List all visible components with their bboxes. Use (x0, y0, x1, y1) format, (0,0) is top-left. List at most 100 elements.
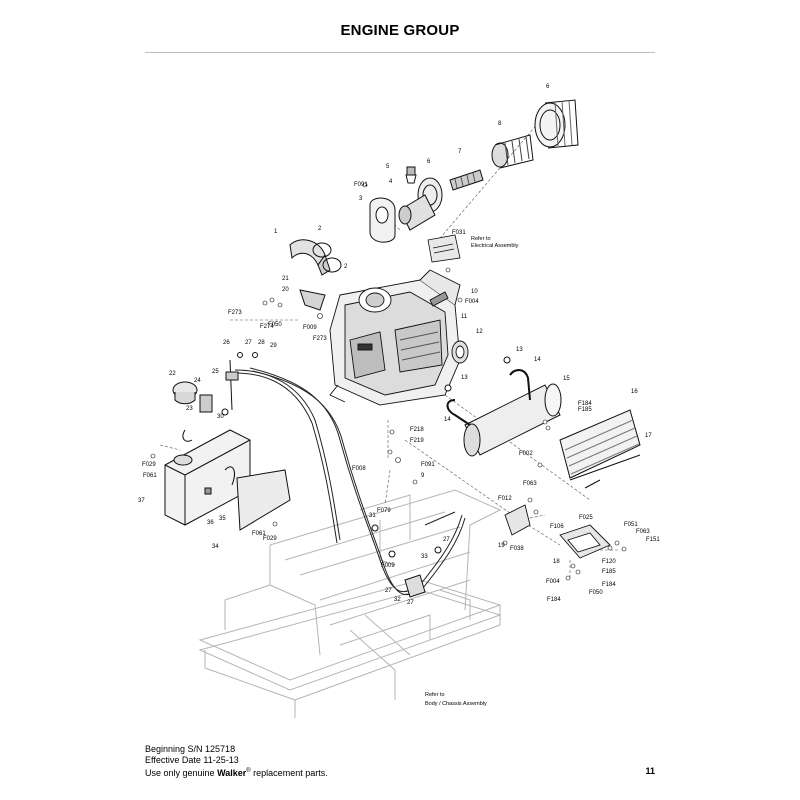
genuine-parts-note: Use only genuine Walker® replacement par… (145, 766, 328, 779)
callout-34: 34 (212, 544, 219, 550)
callout-1: 1 (274, 229, 278, 235)
chassis-frame (198, 489, 502, 718)
callout-21: 21 (282, 276, 289, 282)
callout-f050: F050 (589, 590, 603, 596)
callout-f009: F009 (303, 325, 317, 331)
chassis-note-line2: Body / Chassis Assembly (425, 701, 487, 707)
callout-17: 17 (645, 433, 652, 439)
callout-14: 14 (534, 357, 541, 363)
callout-7: 7 (458, 149, 462, 155)
ignition-module (427, 234, 461, 263)
callout-f184: F184 (547, 597, 561, 603)
electrical-note-line2: Electrical Assembly (471, 243, 519, 249)
reference-notes: Refer to Electrical Assembly Refer to Bo… (425, 236, 519, 707)
footer: Beginning S/N 125718 Effective Date 11-2… (145, 744, 328, 779)
callout-labels: 1 2 2 3 4 5 6 6 7 8 9 10 11 12 13 13 14 … (138, 84, 660, 606)
callout-22: 22 (169, 371, 176, 377)
page-number: 11 (645, 766, 655, 776)
fuel-filter (371, 524, 442, 598)
callout-f012: F012 (498, 496, 512, 502)
effective-date: Effective Date 11-25-13 (145, 755, 239, 765)
callout-30: 30 (217, 414, 224, 420)
callout-f063: F063 (523, 481, 537, 487)
intake-hose (289, 239, 342, 311)
callout-13: 13 (516, 347, 523, 353)
callout-f091: F091 (354, 182, 368, 188)
callout-f050: F050 (268, 322, 282, 328)
fuel-tank (164, 352, 291, 531)
callout-f219: F219 (410, 438, 424, 444)
callout-19: 19 (498, 543, 505, 549)
genuine-prefix: Use only genuine (145, 768, 218, 778)
callout-f051: F051 (624, 522, 638, 528)
callout-f185: F185 (578, 407, 592, 413)
callout-f218: F218 (410, 427, 424, 433)
registered-mark: ® (246, 768, 251, 774)
callout-11: 11 (461, 314, 468, 320)
callout-f004: F004 (546, 579, 560, 585)
callout-f029: F029 (263, 536, 277, 542)
callout-24: 24 (194, 378, 201, 384)
callout-f061: F061 (252, 531, 266, 537)
serial-number: Beginning S/N 125718 (145, 744, 236, 754)
callout-26: 26 (223, 340, 230, 346)
callout-5: 5 (386, 164, 390, 170)
callout-36: 36 (207, 520, 214, 526)
callout-8: 8 (498, 121, 502, 127)
callout-27: 27 (385, 588, 392, 594)
callout-2: 2 (318, 226, 322, 232)
callout-f063: F063 (636, 529, 650, 535)
air-cleaner-assembly (369, 99, 579, 243)
callout-14: 14 (444, 417, 451, 423)
brand-name: Walker (217, 768, 247, 778)
callout-33: 33 (421, 554, 428, 560)
callout-f184: F184 (578, 401, 592, 407)
callout-f120: F120 (602, 559, 616, 565)
callout-f038: F038 (510, 546, 524, 552)
callout-f008: F008 (352, 466, 366, 472)
callout-f079: F079 (377, 508, 391, 514)
callout-f025: F025 (579, 515, 593, 521)
electrical-note-line1: Refer to (471, 236, 491, 242)
callout-25: 25 (212, 369, 219, 375)
muffler-brackets (504, 504, 611, 559)
callout-6: 6 (546, 84, 550, 90)
callout-2: 2 (344, 264, 348, 270)
callout-31: 31 (369, 513, 376, 519)
callout-29: 29 (270, 343, 277, 349)
callout-18: 18 (553, 559, 560, 565)
callout-f184: F184 (602, 582, 616, 588)
callout-15: 15 (563, 376, 570, 382)
callout-f151: F151 (646, 537, 660, 543)
callout-16: 16 (631, 389, 638, 395)
page-title: ENGINE GROUP (340, 22, 460, 39)
callout-28: 28 (258, 340, 265, 346)
callout-f091: F091 (421, 462, 435, 468)
hardware (150, 182, 627, 581)
callout-f031: F031 (452, 230, 466, 236)
callout-27: 27 (407, 600, 414, 606)
callout-f274: F274 (260, 324, 274, 330)
callout-f004: F004 (465, 299, 479, 305)
callout-37: 37 (138, 498, 145, 504)
fuel-lines (234, 367, 466, 596)
callout-13: 13 (461, 375, 468, 381)
callout-f185: F185 (602, 569, 616, 575)
title-divider (145, 52, 655, 53)
callout-20: 20 (282, 287, 289, 293)
muffler-assembly (444, 356, 641, 489)
callout-f106: F106 (550, 524, 564, 530)
callout-f029: F029 (142, 462, 156, 468)
callout-6: 6 (427, 159, 431, 165)
callout-3: 3 (359, 196, 363, 202)
callout-4: 4 (389, 179, 393, 185)
callout-10: 10 (471, 289, 478, 295)
engine (329, 269, 469, 406)
callout-27: 27 (443, 537, 450, 543)
callout-27: 27 (245, 340, 252, 346)
callout-f273: F273 (228, 310, 242, 316)
callout-35: 35 (219, 516, 226, 522)
callout-32: 32 (394, 597, 401, 603)
callout-f002: F002 (519, 451, 533, 457)
callout-f273: F273 (313, 336, 327, 342)
